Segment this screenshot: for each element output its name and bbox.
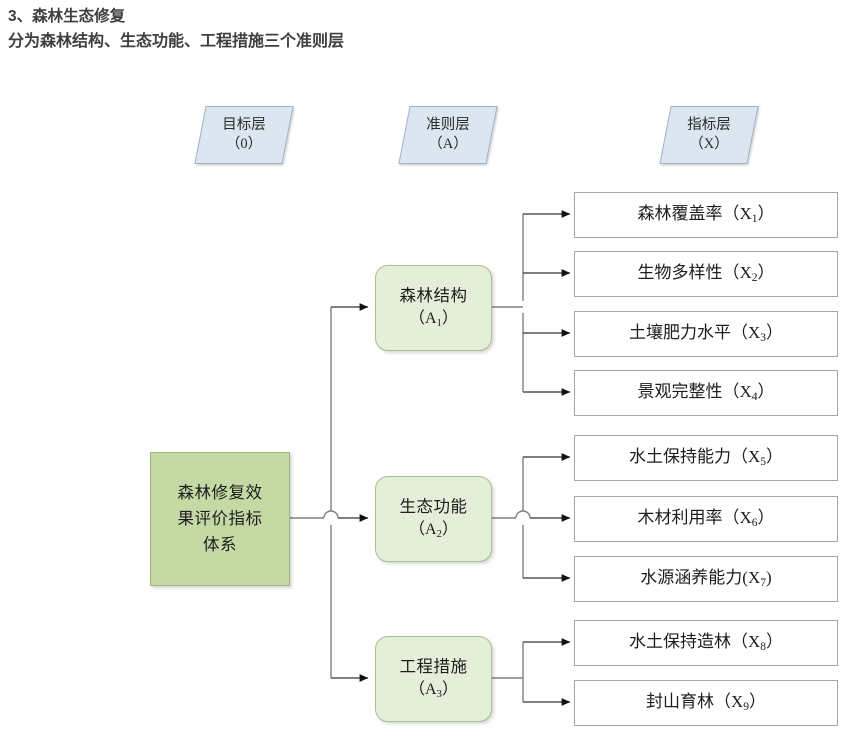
- criterion-a2-label: 生态功能: [399, 497, 468, 516]
- indicator-x5-code-suffix: ）: [766, 447, 784, 466]
- indicator-node-x3[interactable]: 土壤肥力水平（X3）: [574, 311, 838, 357]
- indicator-x1-code-sub: 1: [751, 212, 758, 226]
- indicator-x1-code-prefix: （X: [722, 204, 752, 223]
- goal-line-3: 体系: [203, 535, 237, 554]
- indicator-x8-code-prefix: （X: [730, 632, 761, 651]
- criterion-a2-code: （A2）: [409, 518, 458, 543]
- goal-line-2: 果评价指标: [177, 509, 263, 528]
- criterion-a1-code: （A1）: [409, 307, 458, 332]
- indicator-x3-code-suffix: ）: [766, 323, 784, 342]
- criterion-a1-code-sub: 1: [436, 317, 442, 330]
- layer-tag-goal: 目标层 （0）: [194, 106, 294, 164]
- indicator-x8-label: 水土保持造林: [628, 632, 731, 651]
- heading-block: 3、森林生态修复 分为森林结构、生态功能、工程措施三个准则层: [8, 4, 708, 54]
- criterion-a2-code-prefix: （A: [408, 521, 437, 538]
- indicator-x4-code-suffix: ）: [757, 382, 775, 401]
- criterion-a3-label: 工程措施: [399, 657, 468, 676]
- heading-line-1: 3、森林生态修复: [8, 8, 126, 25]
- indicator-x7-code-sub: 7: [760, 576, 767, 590]
- indicator-x5-label: 水土保持能力: [628, 447, 731, 466]
- criterion-a1-code-prefix: （A: [408, 310, 437, 327]
- criterion-node-a2[interactable]: 生态功能 （A2）: [375, 476, 492, 562]
- layer-tag-indicator: 指标层 （X）: [659, 106, 759, 164]
- indicator-x4-code-prefix: （X: [722, 382, 752, 401]
- indicator-x4-code-sub: 4: [751, 390, 758, 404]
- criterion-node-a1[interactable]: 森林结构 （A1）: [375, 265, 492, 351]
- criterion-a3-code-prefix: （A: [408, 681, 437, 698]
- layer-tag-goal-title: 目标层: [222, 117, 266, 133]
- indicator-x6-code-suffix: ）: [757, 508, 775, 527]
- indicator-x9-code-prefix: （X: [713, 692, 744, 711]
- indicator-x6-code-prefix: （X: [722, 508, 752, 527]
- layer-tag-criterion: 准则层 （A）: [398, 106, 498, 164]
- indicator-node-x1[interactable]: 森林覆盖率（X1）: [574, 192, 838, 238]
- indicator-node-x6[interactable]: 木材利用率（X6）: [574, 496, 838, 542]
- indicator-x1-label: 森林覆盖率: [637, 204, 723, 223]
- indicator-x7-label: 水源涵养能力: [640, 568, 743, 587]
- indicator-x8-code-suffix: ）: [766, 632, 784, 651]
- criterion-a1-label: 森林结构: [399, 286, 468, 305]
- indicator-node-x8[interactable]: 水土保持造林（X8）: [574, 620, 838, 666]
- indicator-x3-code-sub: 3: [760, 331, 767, 345]
- indicator-x7-code-suffix: ): [766, 568, 772, 587]
- layer-tag-indicator-title: 指标层: [687, 117, 731, 133]
- layer-tag-criterion-title: 准则层: [426, 117, 470, 133]
- layer-tag-indicator-code: （X）: [689, 136, 729, 152]
- indicator-node-x5[interactable]: 水土保持能力（X5）: [574, 435, 838, 481]
- layer-tag-criterion-code: （A）: [428, 136, 468, 152]
- indicator-x9-code-suffix: ）: [749, 692, 767, 711]
- indicator-x9-label: 封山育林: [645, 692, 714, 711]
- indicator-x6-label: 木材利用率: [637, 508, 723, 527]
- indicator-x2-code-sub: 2: [751, 271, 758, 285]
- criterion-a3-code-suffix: ）: [441, 681, 458, 698]
- indicator-x5-code-sub: 5: [760, 455, 767, 469]
- indicator-node-x2[interactable]: 生物多样性（X2）: [574, 251, 838, 297]
- indicator-x9-code-sub: 9: [743, 700, 750, 714]
- indicator-x3-label: 土壤肥力水平: [628, 323, 731, 342]
- indicator-node-x4[interactable]: 景观完整性（X4）: [574, 370, 838, 416]
- indicator-x4-label: 景观完整性: [637, 382, 723, 401]
- heading-line-2: 分为森林结构、生态功能、工程措施三个准则层: [8, 33, 345, 50]
- criterion-a3-code-sub: 3: [436, 688, 442, 701]
- indicator-node-x9[interactable]: 封山育林（X9）: [574, 680, 838, 726]
- indicator-x2-code-suffix: ）: [757, 263, 775, 282]
- indicator-x2-label: 生物多样性: [637, 263, 723, 282]
- criterion-a2-code-sub: 2: [436, 528, 442, 541]
- indicator-node-x7[interactable]: 水源涵养能力(X7): [574, 556, 838, 602]
- indicator-x8-code-sub: 8: [760, 640, 767, 654]
- indicator-x6-code-sub: 6: [751, 516, 758, 530]
- goal-line-1: 森林修复效: [177, 483, 263, 502]
- criterion-node-a3[interactable]: 工程措施 （A3）: [375, 636, 492, 722]
- indicator-x7-code-prefix: (X: [742, 568, 761, 587]
- criterion-a3-code: （A3）: [409, 678, 458, 703]
- indicator-x5-code-prefix: （X: [730, 447, 761, 466]
- indicator-x1-code-suffix: ）: [757, 204, 775, 223]
- goal-node[interactable]: 森林修复效 果评价指标 体系: [150, 452, 290, 586]
- criterion-a1-code-suffix: ）: [441, 310, 458, 327]
- indicator-x3-code-prefix: （X: [730, 323, 761, 342]
- criterion-a2-code-suffix: ）: [441, 521, 458, 538]
- layer-tag-goal-code: （0）: [225, 136, 263, 152]
- indicator-x2-code-prefix: （X: [722, 263, 752, 282]
